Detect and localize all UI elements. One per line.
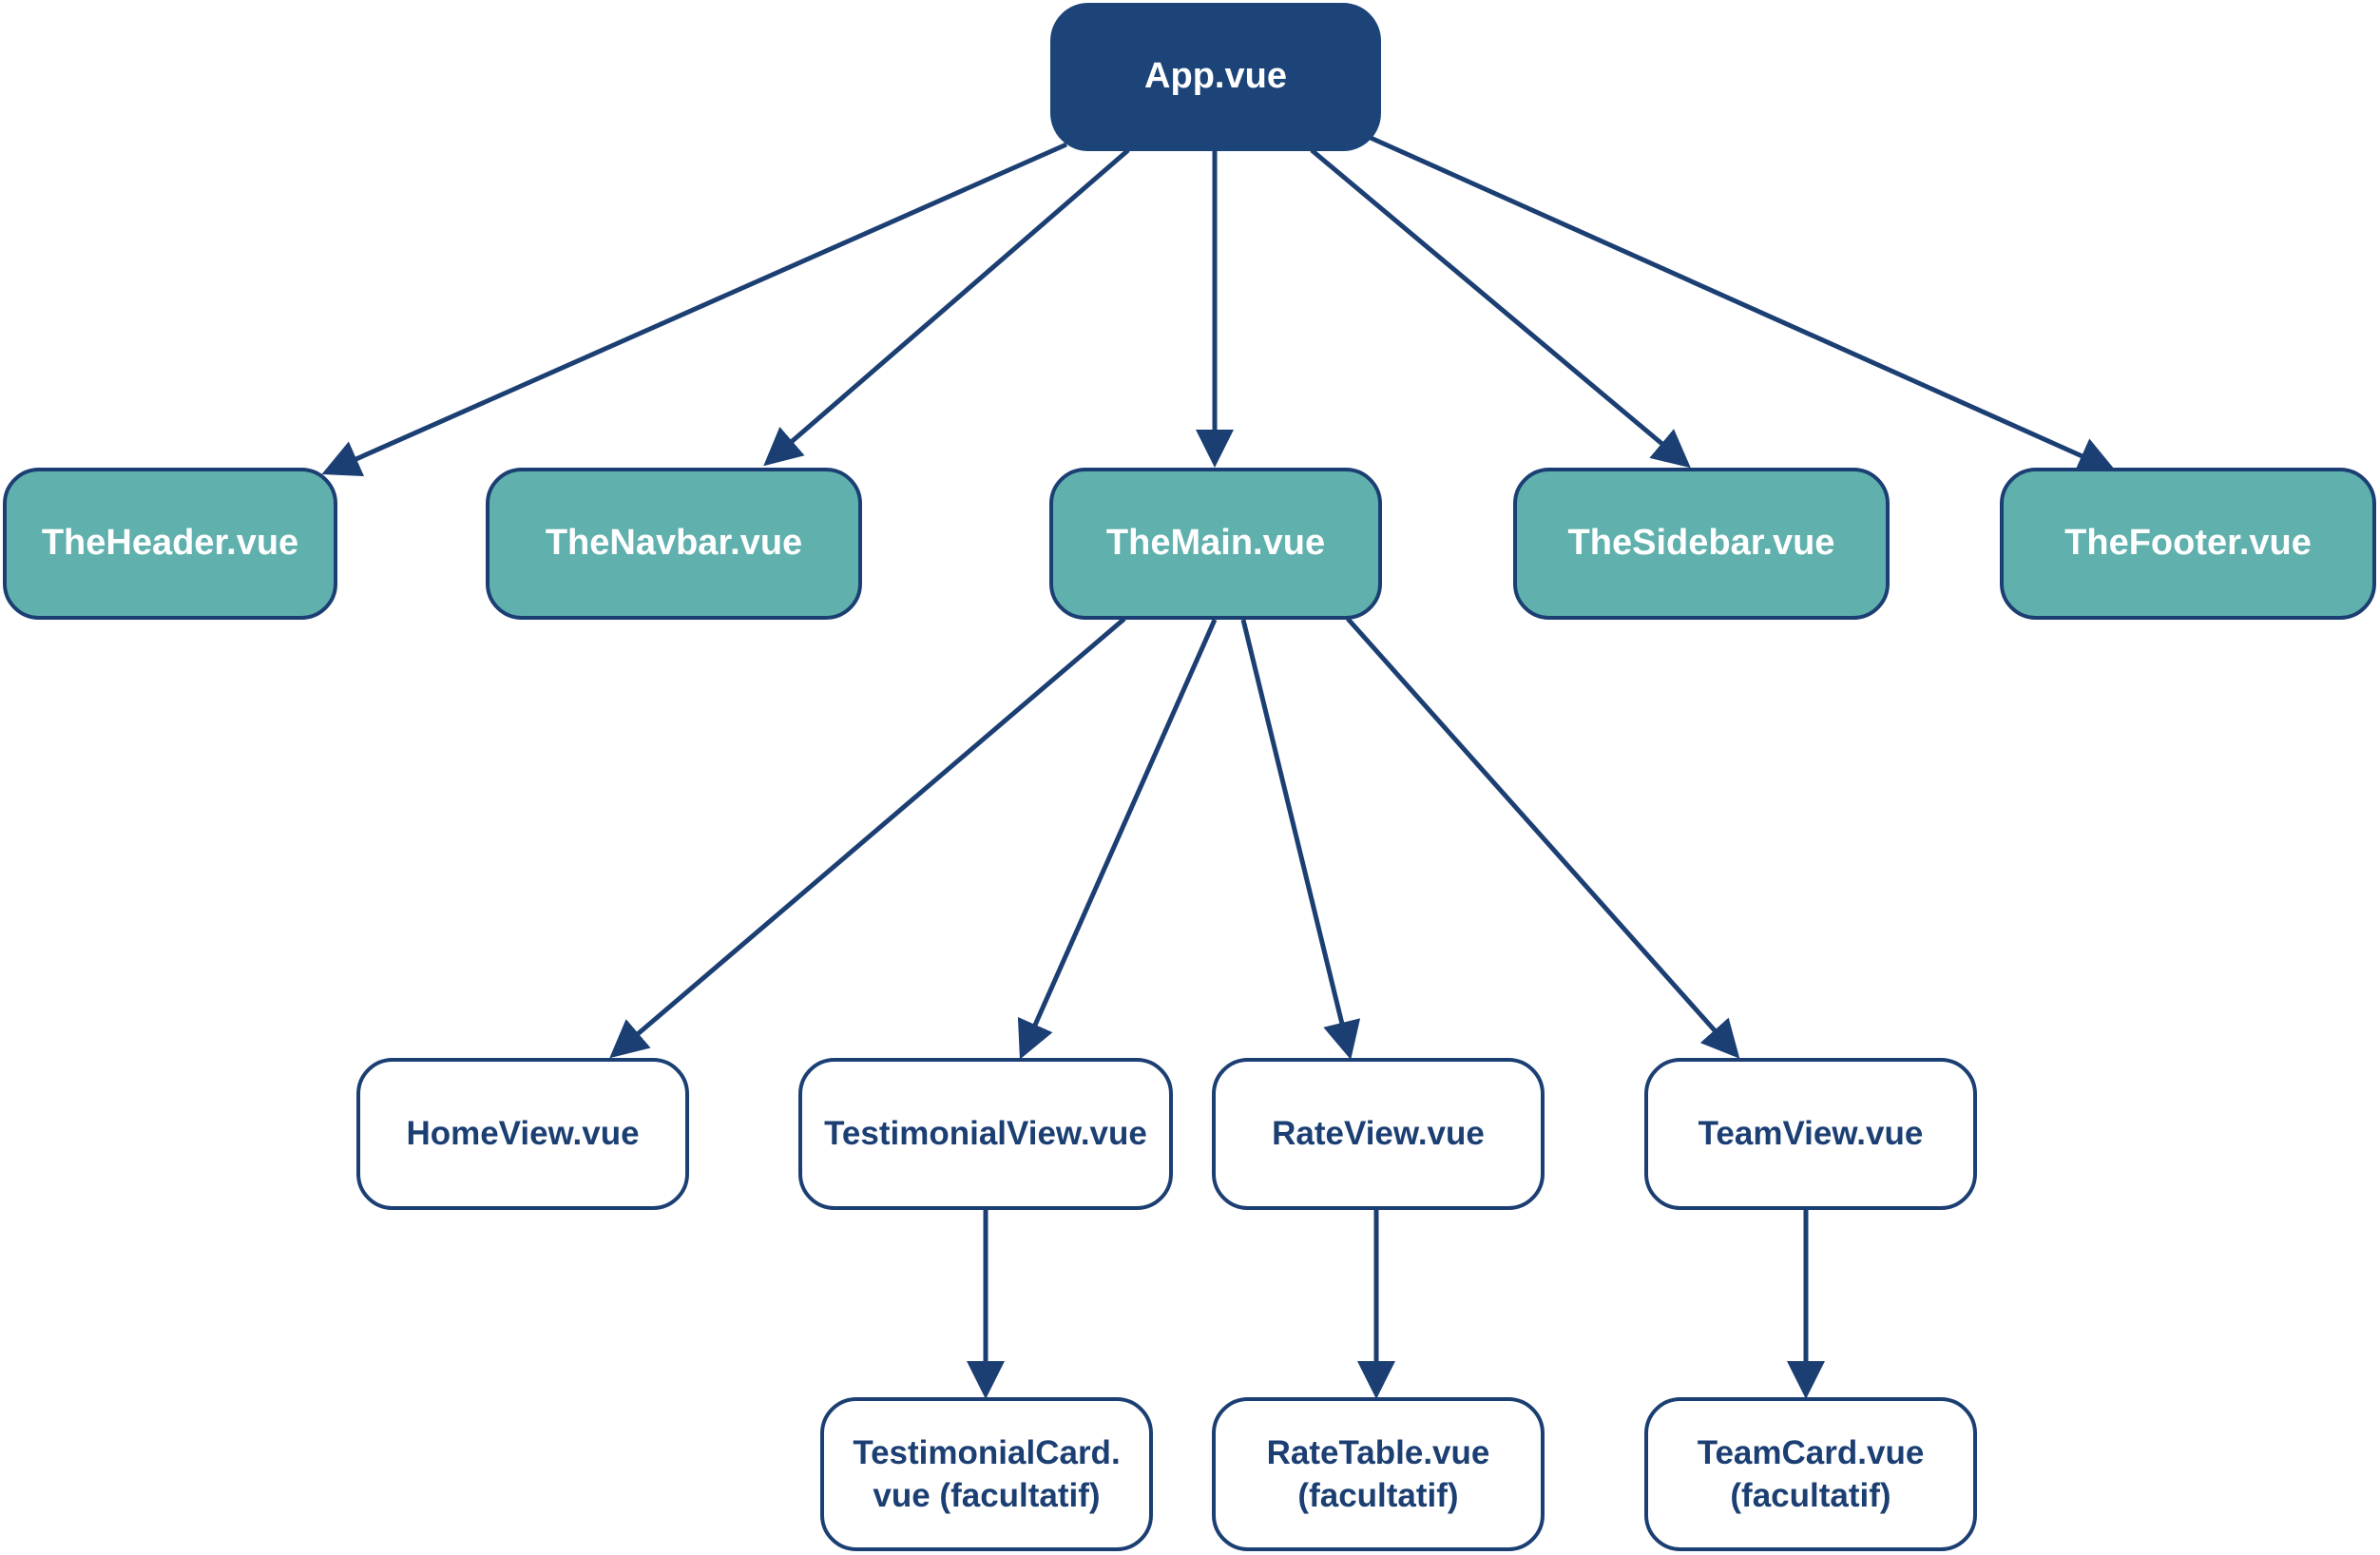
edge-main-to-rate-view: [1240, 619, 1361, 1060]
node-label: TeamView.vue: [1698, 1115, 1924, 1153]
node-rate-view-vue: RateView.vue: [1212, 1058, 1545, 1210]
node-label: TestimonialView.vue: [824, 1115, 1147, 1153]
node-label: TheMain.vue: [1105, 523, 1326, 564]
node-label: RateTable.vue (facultatif): [1266, 1433, 1490, 1515]
node-label: TheHeader.vue: [41, 523, 299, 564]
node-home-view-vue: HomeView.vue: [356, 1058, 689, 1210]
node-app-vue: App.vue: [1050, 3, 1381, 151]
node-rate-table-vue: RateTable.vue (facultatif): [1212, 1397, 1545, 1551]
node-the-main-vue: TheMain.vue: [1049, 468, 1382, 620]
node-testimonial-view-vue: TestimonialView.vue: [798, 1058, 1173, 1210]
edge-app-to-footer: [1369, 135, 2117, 473]
node-label: TheFooter.vue: [2064, 523, 2312, 564]
edge-app-to-navbar: [763, 148, 1130, 467]
edge-main-to-home-view: [609, 617, 1126, 1059]
node-testimonial-card-vue: TestimonialCard. vue (facultatif): [820, 1397, 1153, 1551]
node-the-navbar-vue: TheNavbar.vue: [486, 468, 862, 620]
node-label: App.vue: [1144, 56, 1287, 97]
node-the-footer-vue: TheFooter.vue: [2000, 468, 2376, 620]
node-label: TheNavbar.vue: [545, 523, 803, 564]
node-label: HomeView.vue: [406, 1115, 640, 1153]
node-label: RateView.vue: [1272, 1115, 1485, 1153]
node-team-view-vue: TeamView.vue: [1644, 1058, 1977, 1210]
edge-app-to-sidebar: [1310, 148, 1691, 469]
node-label: TestimonialCard. vue (facultatif): [853, 1433, 1121, 1515]
edge-main-to-testimonial-view: [1017, 618, 1218, 1060]
edge-app-to-header: [321, 142, 1068, 477]
edge-main-to-team-view: [1346, 617, 1740, 1059]
node-label: TheSidebar.vue: [1567, 523, 1835, 564]
node-label: TeamCard.vue (facultatif): [1697, 1433, 1925, 1515]
node-team-card-vue: TeamCard.vue (facultatif): [1644, 1397, 1977, 1551]
node-the-header-vue: TheHeader.vue: [3, 468, 337, 620]
node-the-sidebar-vue: TheSidebar.vue: [1513, 468, 1890, 620]
